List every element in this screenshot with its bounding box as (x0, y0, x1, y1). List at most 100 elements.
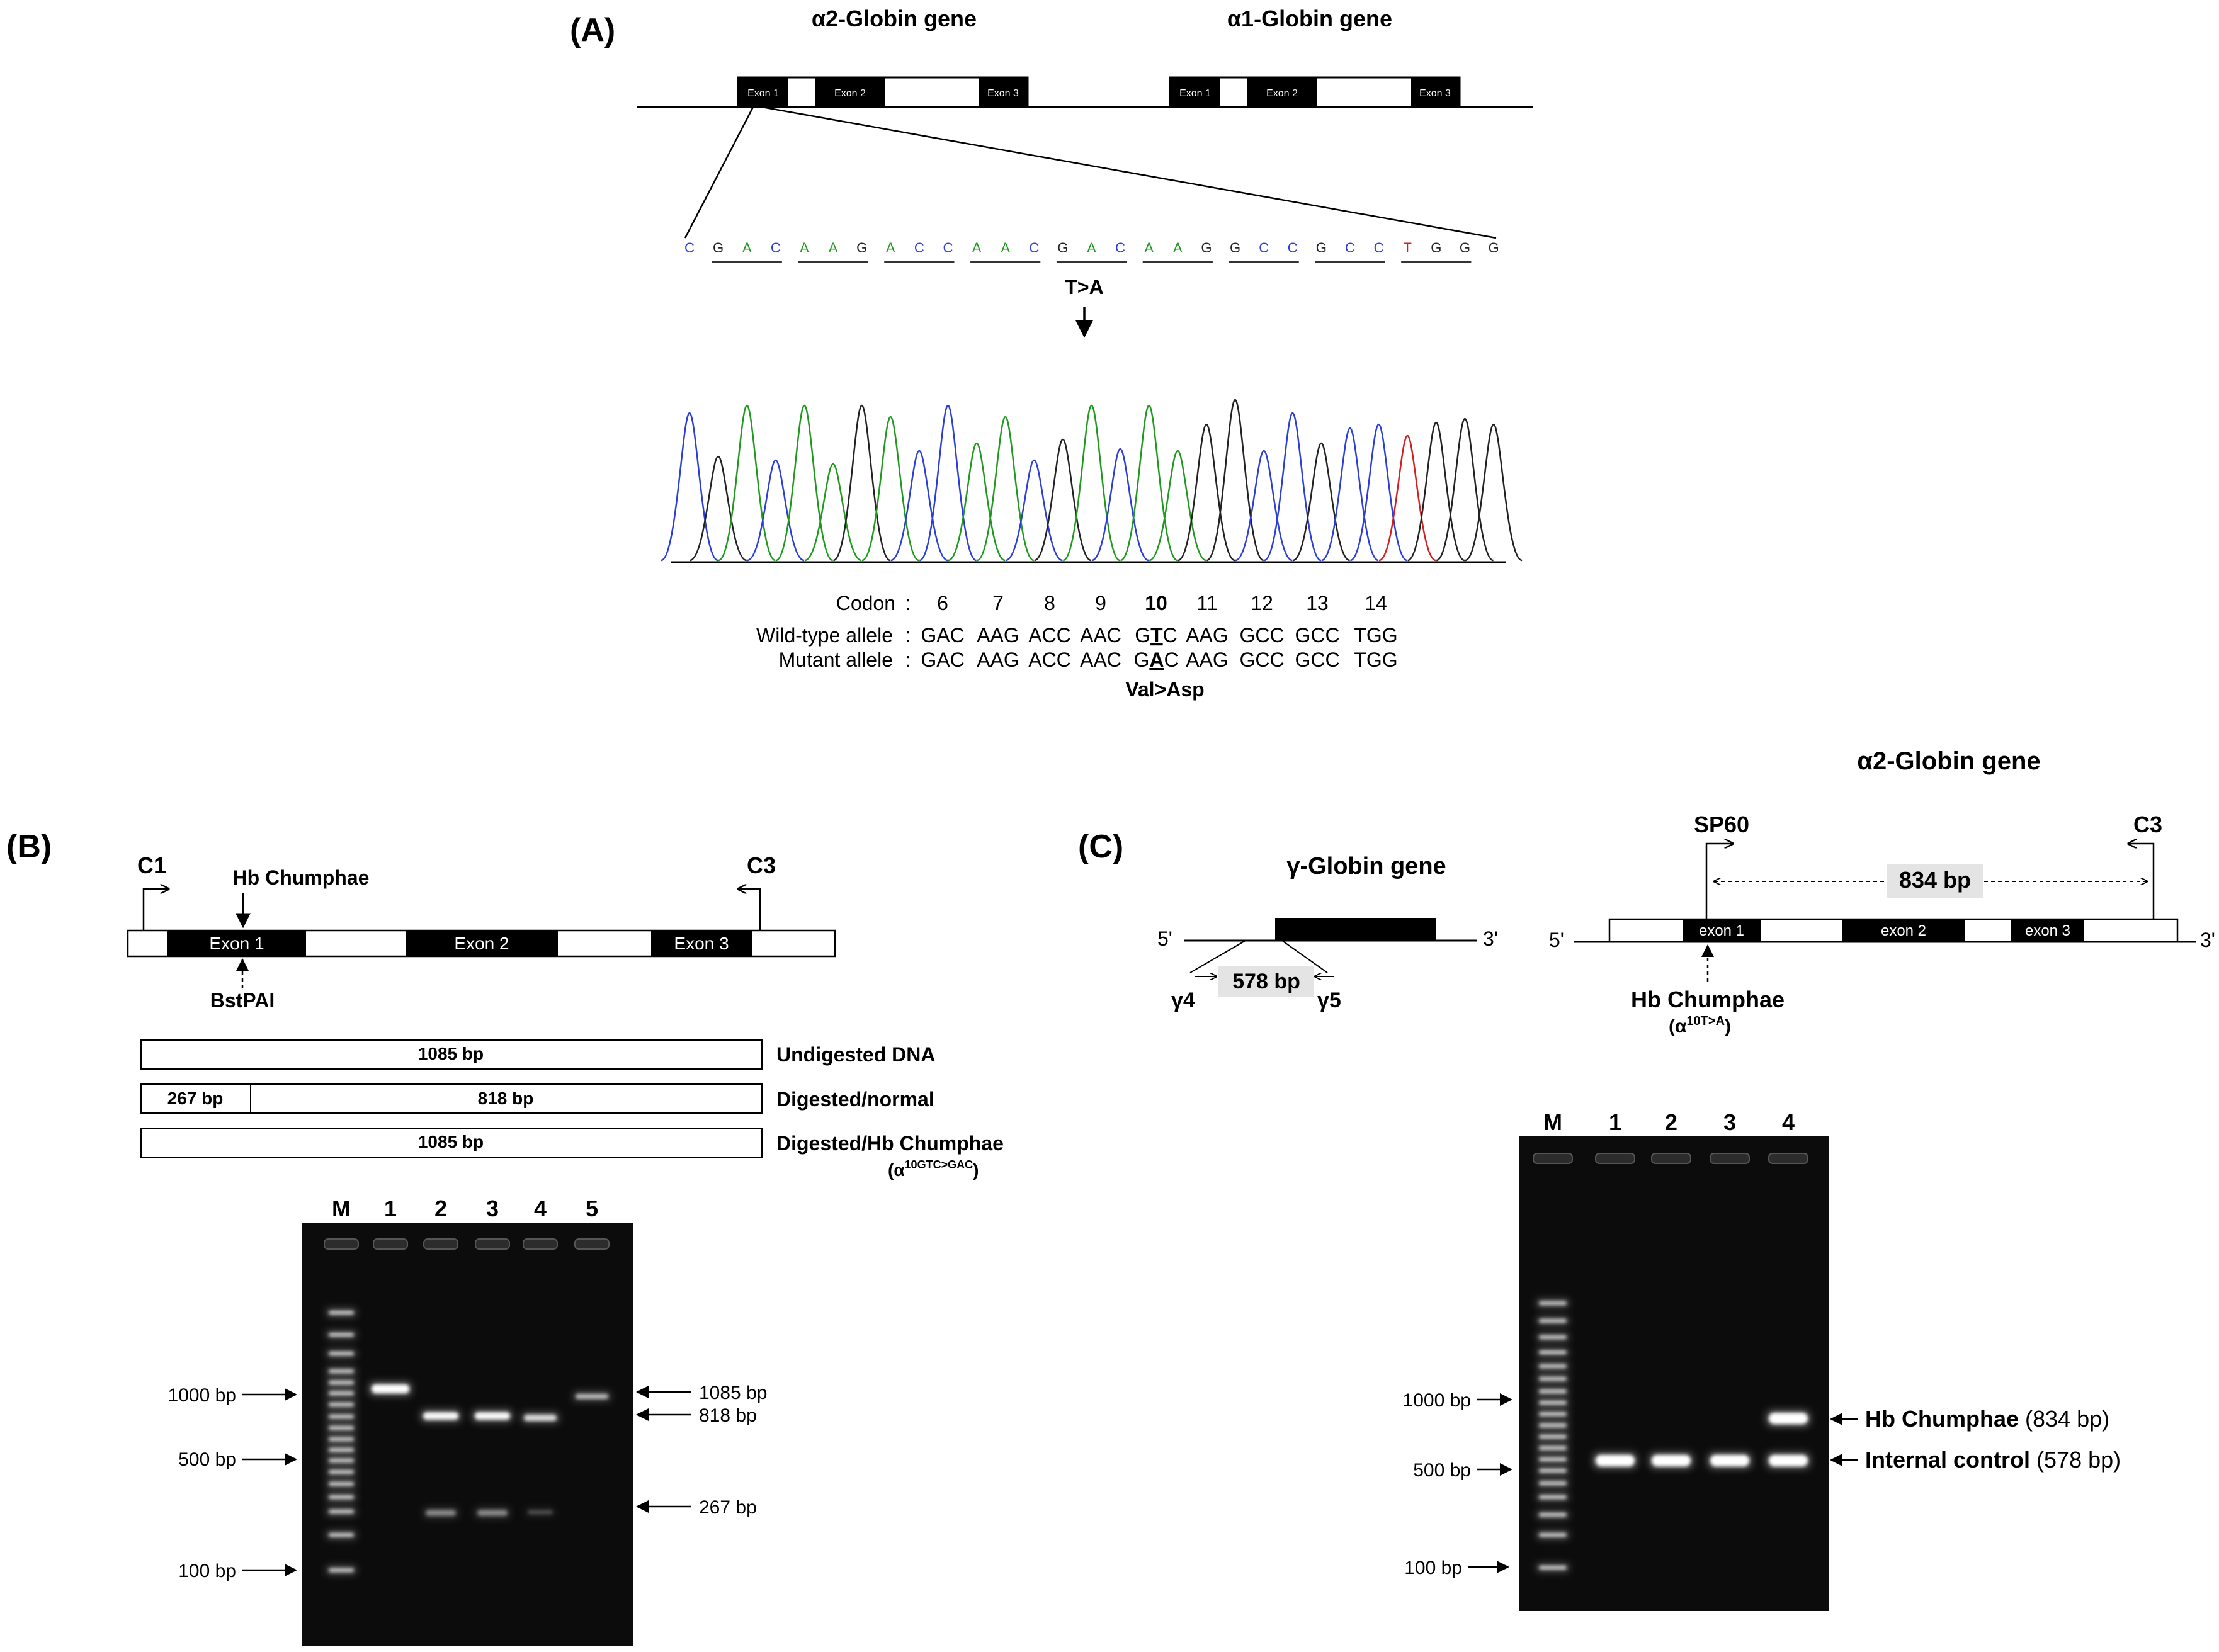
gel-c-marker-500: 500 bp (1413, 1460, 1471, 1481)
c-exon1-label: exon 1 (1699, 922, 1744, 939)
alpha1-gene-map: Exon 1 Exon 2 Exon 3 (1169, 76, 1461, 108)
gel-c-right-hb: Hb Chumphae (834 bp) (1865, 1406, 2109, 1432)
codon-sequence: TGG (1354, 624, 1397, 647)
codon-sequence: AAC (1080, 648, 1121, 671)
gel-b-band-267 (475, 1507, 510, 1519)
gel-b-band-1085 (369, 1382, 412, 1396)
sequence-base: C (914, 240, 924, 256)
gel-c-ladder-band (1536, 1432, 1569, 1441)
gel-well (574, 1238, 610, 1250)
codon-sequence: AAG (1186, 648, 1229, 671)
undigested-label: Undigested DNA (776, 1043, 935, 1066)
sequence-base: C (1374, 240, 1384, 256)
gel-b-background (302, 1223, 633, 1646)
chromatogram-peak (661, 412, 718, 562)
codon-sequence: AAG (977, 624, 1019, 647)
chromatogram-peak (1005, 459, 1063, 562)
a1-exon1-label: Exon 1 (1179, 88, 1211, 99)
primer-sp60-arrow (1705, 844, 1733, 920)
a1-exon2 (1247, 77, 1317, 107)
a2-exon1-label: Exon 1 (747, 88, 779, 99)
frag-267-size: 267 bp (167, 1089, 224, 1108)
gel-well (475, 1238, 510, 1250)
gel-b-ladder-band (326, 1445, 356, 1454)
gel-b-ladder-band (326, 1493, 356, 1502)
gel-c-ladder-band (1536, 1316, 1569, 1325)
panel-a: (A) α2-Globin gene α1-Globin gene Exon 1… (570, 6, 1533, 701)
gel-b-band-818 (521, 1412, 559, 1423)
frag-undigested-size: 1085 bp (418, 1044, 484, 1063)
c-exon3-label: exon 3 (2025, 922, 2070, 939)
codon-colon: : (905, 592, 911, 614)
gamma-primer-g4-line (1189, 940, 1246, 973)
chromatogram-peak (804, 463, 862, 562)
product-834-box (1887, 864, 1983, 898)
gel-b-ladder-band (326, 1468, 356, 1476)
a2-5prime: 5' (1549, 929, 1564, 951)
c-exon2 (1842, 919, 1965, 942)
gel-b-left-markers: 1000 bp 500 bp 100 bp (168, 1385, 297, 1581)
gel-c-background (1519, 1136, 1829, 1611)
gel-c-band-578 (1766, 1452, 1810, 1469)
gel-c-ladder-band (1536, 1479, 1569, 1488)
codon-sequence: ACC (1028, 624, 1071, 647)
gel-c-bands (1533, 1153, 1810, 1572)
sequence-base: C (1115, 240, 1125, 256)
gamma-product-size: 578 bp (1232, 970, 1300, 993)
gel-b-bands (324, 1238, 611, 1575)
codon-number: 11 (1196, 592, 1217, 614)
gel-c-ladder-band (1536, 1493, 1569, 1502)
digested-hb-label: Digested/Hb Chumphae (776, 1132, 1004, 1155)
codon-sequence: GCC (1295, 648, 1339, 671)
gel-c-ladder-band (1536, 1387, 1569, 1396)
panel-a-label: (A) (570, 12, 615, 48)
gel-c-lane-label: 3 (1723, 1109, 1736, 1135)
chromatogram-peak (1178, 423, 1235, 562)
gamma-product-box (1218, 966, 1314, 997)
chromatogram-peak (1465, 423, 1523, 562)
chromatogram-peak (919, 404, 977, 562)
gel-well (1768, 1153, 1808, 1164)
codon-number: 6 (937, 592, 948, 614)
a1-exon2-label: Exon 2 (1266, 88, 1298, 99)
alpha2-gene-map: Exon 1 Exon 2 Exon 3 (737, 76, 1029, 108)
gel-b-ladder-band (326, 1389, 356, 1398)
gel-b-right-267: 267 bp (699, 1497, 757, 1518)
gel-c-ladder-band (1536, 1444, 1569, 1452)
mutation-label: T>A (1065, 276, 1103, 298)
sequence-base: C (1345, 240, 1355, 256)
gel-b-ladder-band (326, 1507, 356, 1516)
codon-label: Codon (836, 592, 895, 614)
gamma-5prime: 5' (1157, 927, 1172, 950)
chromatogram-peak (1349, 423, 1408, 562)
chromatogram-peak (1034, 438, 1092, 562)
gel-c-band-578 (1649, 1452, 1693, 1469)
primer-c3-arrow (738, 889, 761, 930)
codon-sequence: GCC (1239, 624, 1284, 647)
mutant-colon: : (905, 648, 911, 671)
sequence-base: G (856, 240, 867, 256)
sequence-base: G (1057, 240, 1068, 256)
gel-b-band-1085 (573, 1391, 611, 1401)
gel-c-band-578 (1708, 1452, 1752, 1469)
gel-c-ladder-band (1536, 1333, 1569, 1342)
sequence-base: G (1230, 240, 1240, 256)
gel-b-lane-label: 4 (534, 1196, 547, 1221)
gel-b-marker-1000: 1000 bp (168, 1385, 236, 1406)
gel-b-ladder-band (326, 1412, 356, 1421)
gel-c-right-ic: Internal control (578 bp) (1865, 1447, 2121, 1473)
hb-chumphae-label: Hb Chumphae (233, 866, 370, 889)
gel-b-lane-label: 3 (486, 1196, 499, 1221)
gel-b-ladder-band (326, 1423, 356, 1432)
mutant-label: Mutant allele (779, 648, 893, 671)
codon-sequence: AAG (1186, 624, 1229, 647)
gel-c-lane-label: 4 (1782, 1109, 1795, 1135)
gel-b-ladder-band (326, 1566, 356, 1575)
frag-818-size: 818 bp (478, 1089, 534, 1108)
gel-b-ladder-band (326, 1400, 356, 1409)
chromatogram (661, 399, 1523, 563)
a2-exon3 (979, 77, 1028, 107)
